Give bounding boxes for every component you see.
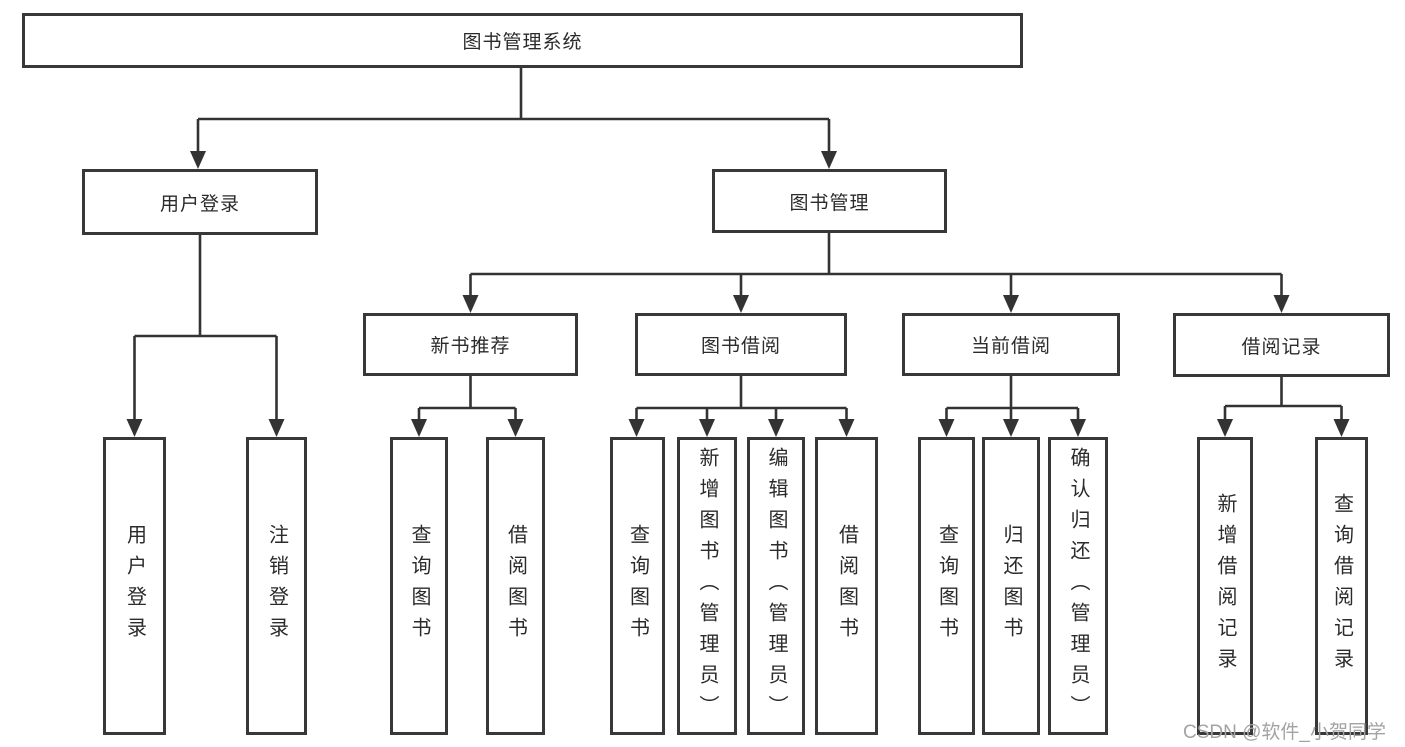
leaf-return-book: 归还图书 [982,437,1040,735]
node-borrow-records: 借阅记录 [1173,313,1390,377]
leaf-confirm-return-admin-label: 确认归还（管理员） [1067,446,1089,726]
leaf-logout-label: 注销登录 [265,524,288,648]
leaf-logout: 注销登录 [246,437,307,735]
leaf-query-books-recommend: 查询图书 [390,437,448,735]
node-user-login: 用户登录 [82,169,318,235]
leaf-borrow-books-recommend: 借阅图书 [486,437,545,735]
leaf-query-books-current-label: 查询图书 [935,524,958,648]
leaf-user-login-label: 用户登录 [123,524,146,648]
leaf-query-books-current: 查询图书 [918,437,975,735]
node-user-login-label: 用户登录 [159,193,240,215]
leaf-add-borrow-record-label: 新增借阅记录 [1214,493,1236,679]
node-new-book-recommend-label: 新书推荐 [430,336,511,357]
leaf-query-borrow-record: 查询借阅记录 [1315,437,1368,735]
node-new-book-recommend: 新书推荐 [363,313,578,376]
leaf-borrow-books-recommend-label: 借阅图书 [504,524,527,648]
node-book-borrow: 图书借阅 [635,313,847,376]
leaf-add-book-admin: 新增图书（管理员） [677,437,737,735]
node-library-system-label: 图书管理系统 [462,32,583,53]
node-book-borrow-label: 图书借阅 [700,336,781,357]
leaf-borrow-books: 借阅图书 [815,437,878,735]
leaf-query-books-recommend-label: 查询图书 [408,524,430,648]
leaf-borrow-books-label: 借阅图书 [835,524,858,648]
arrowheads [126,151,1350,437]
leaf-add-book-admin-label: 新增图书（管理员） [696,446,718,726]
leaf-edit-book-admin-label: 编辑图书（管理员） [765,446,787,726]
leaf-query-books-borrow-label: 查询图书 [626,524,649,648]
node-library-system: 图书管理系统 [22,13,1023,68]
leaf-query-borrow-record-label: 查询借阅记录 [1330,493,1353,679]
leaf-user-login: 用户登录 [103,437,166,735]
node-borrow-records-label: 借阅记录 [1241,336,1322,358]
leaf-add-borrow-record: 新增借阅记录 [1197,437,1253,735]
node-book-management-label: 图书管理 [789,192,870,214]
leaf-query-books-borrow: 查询图书 [610,437,665,735]
connector-segments [133,68,1343,433]
leaf-confirm-return-admin: 确认归还（管理员） [1048,437,1108,735]
leaf-return-book-label: 归还图书 [1000,524,1022,648]
watermark: CSDN @软件_小贺同学 [1183,722,1386,743]
node-book-management: 图书管理 [712,169,947,233]
node-current-borrow: 当前借阅 [902,313,1120,376]
leaf-edit-book-admin: 编辑图书（管理员） [747,437,805,735]
node-current-borrow-label: 当前借阅 [970,336,1051,357]
